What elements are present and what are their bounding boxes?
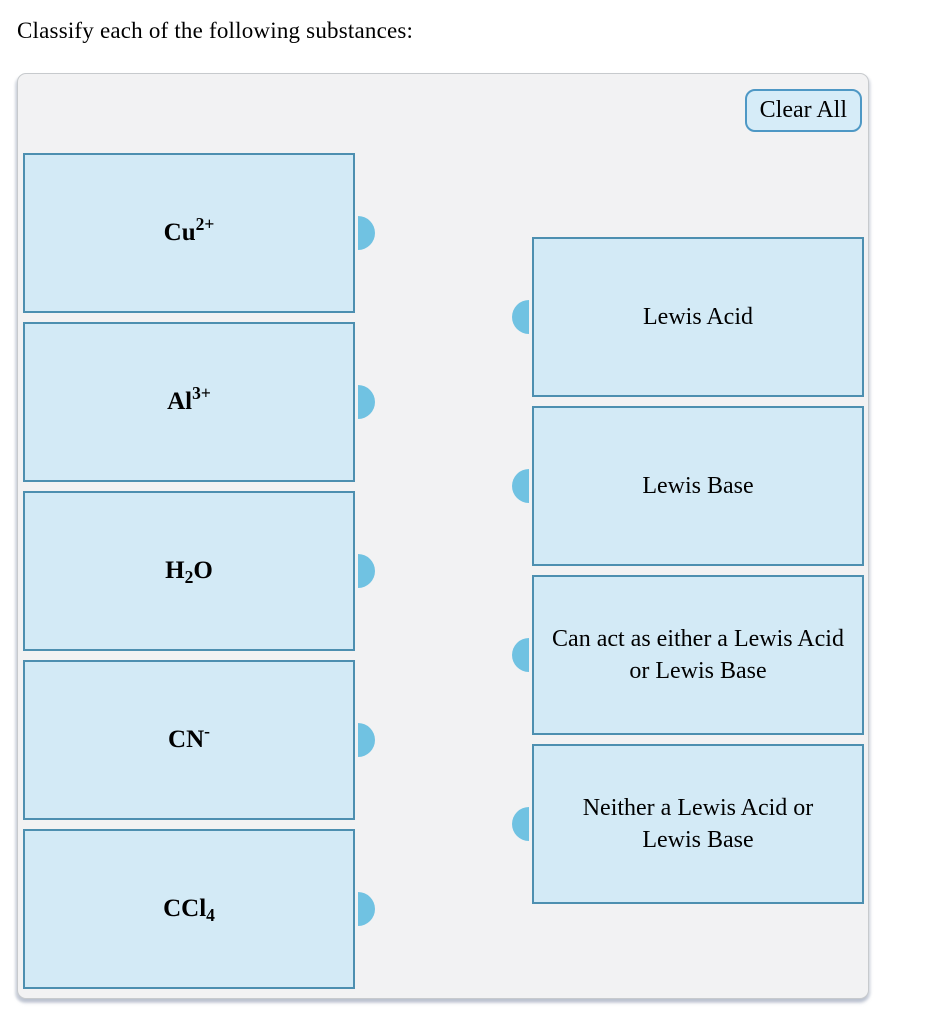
connector-nub-icon: [358, 385, 375, 419]
classification-panel: Clear All Cu2+ Al3+ H2O CN- CCl4 Lewis A…: [17, 73, 869, 999]
substance-formula-h2o: H2O: [165, 557, 213, 587]
connector-nub-icon: [358, 216, 375, 250]
connector-nub-icon: [512, 807, 529, 841]
connector-nub-icon: [512, 638, 529, 672]
substance-formula-cu2-plus: Cu2+: [163, 214, 215, 246]
connector-nub-icon: [512, 469, 529, 503]
category-box-lewis-base[interactable]: Lewis Base: [532, 406, 864, 566]
connector-nub-icon: [358, 892, 375, 926]
connector-nub-icon: [512, 300, 529, 334]
category-label: Lewis Acid: [643, 304, 753, 330]
category-label: Can act as either a Lewis Acid or Lewis …: [552, 626, 844, 684]
substance-card-ccl4[interactable]: CCl4: [23, 829, 355, 989]
connector-nub-icon: [358, 723, 375, 757]
category-label: Lewis Base: [642, 473, 754, 499]
category-box-neither-lewis-acid-or-base[interactable]: Neither a Lewis Acid or Lewis Base: [532, 744, 864, 904]
category-label: Neither a Lewis Acid or Lewis Base: [582, 795, 814, 853]
substance-card-cn-minus[interactable]: CN-: [23, 660, 355, 820]
page-title: Classify each of the following substance…: [17, 18, 414, 43]
category-box-lewis-acid[interactable]: Lewis Acid: [532, 237, 864, 397]
substance-formula-al3-plus: Al3+: [167, 383, 211, 415]
substance-card-cu2-plus[interactable]: Cu2+: [23, 153, 355, 313]
substance-formula-cn-minus: CN-: [168, 721, 210, 753]
category-box-either-lewis-acid-or-base[interactable]: Can act as either a Lewis Acid or Lewis …: [532, 575, 864, 735]
substance-formula-ccl4: CCl4: [163, 895, 215, 925]
connector-nub-icon: [358, 554, 375, 588]
substance-card-h2o[interactable]: H2O: [23, 491, 355, 651]
clear-all-button[interactable]: Clear All: [744, 89, 862, 132]
substance-card-al3-plus[interactable]: Al3+: [23, 322, 355, 482]
